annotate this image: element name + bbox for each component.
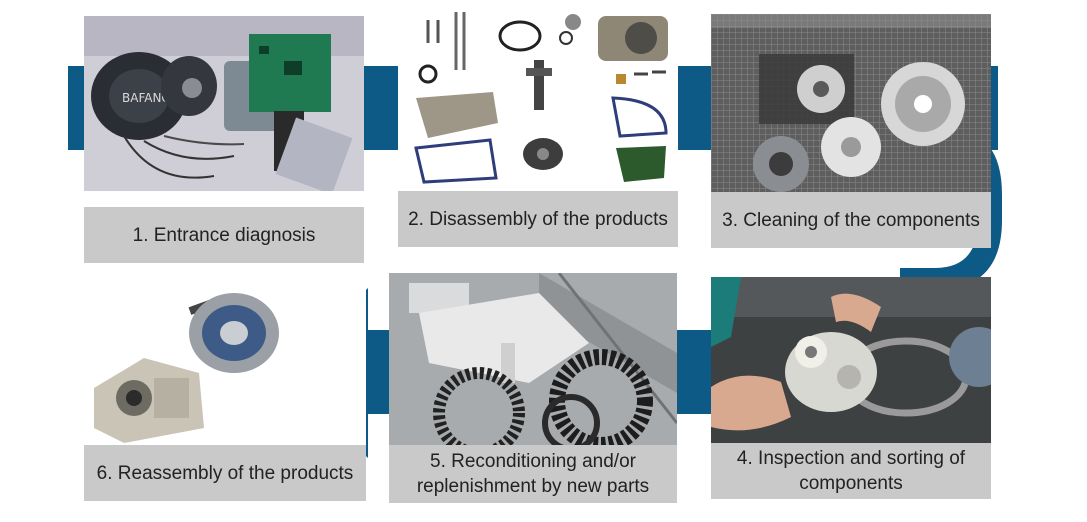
step-6-panel: 6. Reassembly of the products xyxy=(84,278,366,501)
step-2-caption: 2. Disassembly of the products xyxy=(398,191,678,247)
step-4-caption: 4. Inspection and sorting of components xyxy=(711,443,991,499)
step-6-caption: 6. Reassembly of the products xyxy=(84,445,366,501)
step-5-photo xyxy=(389,273,677,445)
step-4-photo xyxy=(711,277,991,443)
step-1-caption: 1. Entrance diagnosis xyxy=(84,207,364,263)
step-4-panel: 4. Inspection and sorting of components xyxy=(711,277,991,500)
step-2-panel: 2. Disassembly of the products xyxy=(398,8,678,248)
step-1-panel: BAFANG 1. Entrance diagnosis xyxy=(84,16,364,263)
step-5-caption: 5. Reconditioning and/or replenishment b… xyxy=(389,445,677,503)
step-3-caption: 3. Cleaning of the components xyxy=(711,192,991,248)
svg-text:BAFANG: BAFANG xyxy=(122,91,171,105)
step-5-panel: 5. Reconditioning and/or replenishment b… xyxy=(389,273,677,503)
step-6-photo xyxy=(84,278,366,445)
step-1-photo: BAFANG xyxy=(84,16,364,191)
step-2-photo xyxy=(398,8,678,186)
step-3-panel: 3. Cleaning of the components xyxy=(711,14,991,248)
step-3-photo xyxy=(711,14,991,192)
